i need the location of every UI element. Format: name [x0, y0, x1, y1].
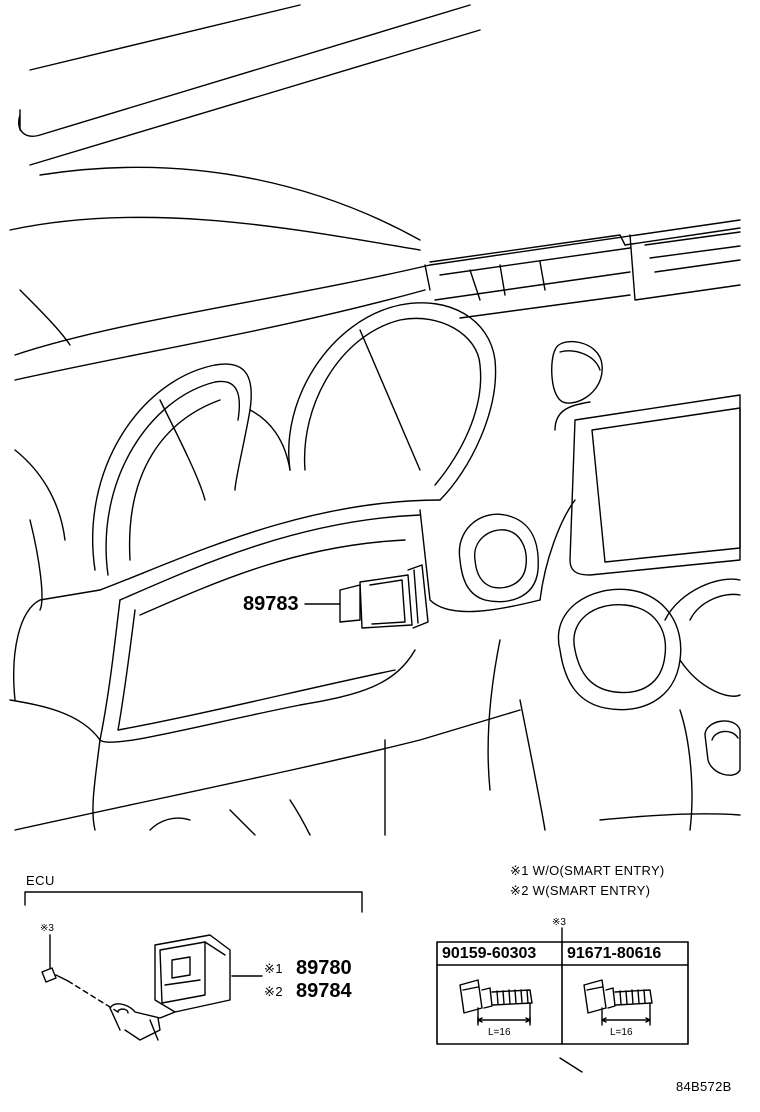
bolt-part-number-2[interactable]: 91671-80616 — [567, 945, 662, 962]
bolt-table-mark-3: ※3 — [552, 917, 566, 928]
ecu-title: ECU — [26, 873, 55, 888]
illustration-code: 84B572B — [676, 1079, 732, 1094]
part-number-89780[interactable]: 89780 — [296, 957, 352, 979]
part-number-89783[interactable]: 89783 — [243, 593, 299, 615]
legend-note-2: ※2 W(SMART ENTRY) — [510, 883, 651, 898]
legend-note-1: ※1 W/O(SMART ENTRY) — [510, 863, 665, 878]
part-number-89784[interactable]: 89784 — [296, 980, 352, 1002]
note-mark-1: ※1 — [264, 961, 284, 976]
bolt-part-number-1[interactable]: 90159-60303 — [442, 945, 537, 962]
note-mark-2: ※2 — [264, 984, 284, 999]
bolt-length-1: L=16 — [488, 1027, 511, 1038]
bolt-length-2: L=16 — [610, 1027, 633, 1038]
screw-note-mark-3: ※3 — [40, 923, 54, 934]
